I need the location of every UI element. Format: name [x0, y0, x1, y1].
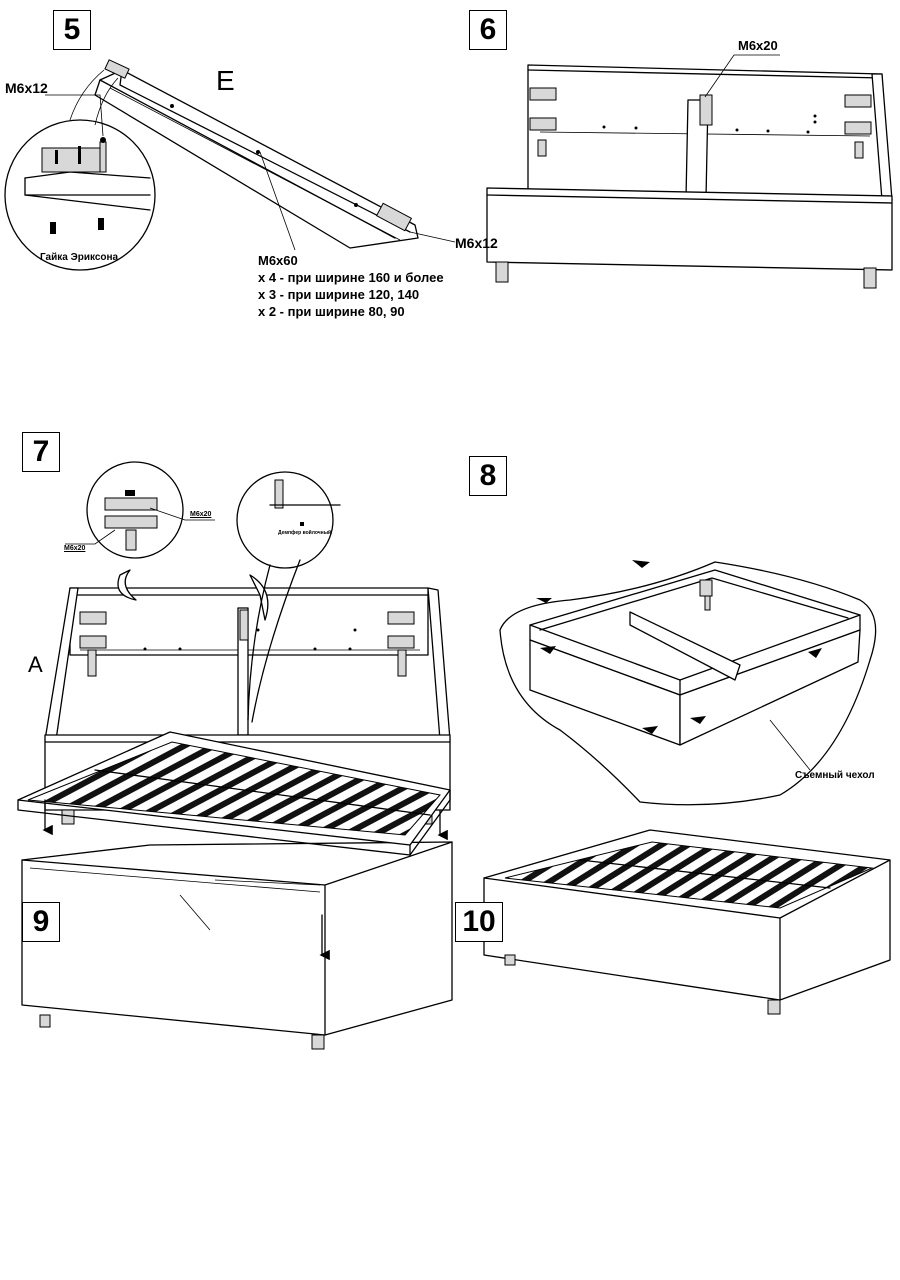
- long-bolt-label: M6x60: [258, 253, 298, 268]
- panel-label-e: E: [216, 65, 235, 96]
- step-number-10: 10: [455, 902, 503, 942]
- removable-cover-label: Съемный чехол: [795, 770, 875, 781]
- quantity-line-2: x 3 - при ширине 120, 140: [258, 287, 420, 302]
- nut-label: Гайка Эриксона: [40, 252, 119, 263]
- step-number-5: 5: [53, 10, 91, 50]
- quantity-line-1: x 4 - при ширине 160 и более: [258, 270, 444, 285]
- bolt-label-m6x12-top: M6x12: [5, 80, 48, 96]
- step5-illustration: [5, 60, 455, 270]
- bolt-label-m6x20-b: M6x20: [64, 545, 86, 552]
- damper-strip-label: Демпфер войлочный: [278, 530, 332, 536]
- step-number-6: 6: [469, 10, 507, 50]
- corner-label-a: A: [28, 652, 43, 677]
- step6-illustration: [487, 55, 892, 288]
- bolt-label-m6x20: M6x20: [738, 38, 778, 53]
- step9-illustration: [18, 732, 452, 1049]
- step-number-7: 7: [22, 432, 60, 472]
- step-number-9: 9: [22, 902, 60, 942]
- bolt-label-m6x20-a: M6x20: [190, 511, 212, 518]
- step10-illustration: [484, 830, 890, 1014]
- bolt-label-m6x12-side: M6x12: [455, 235, 498, 251]
- step8-illustration: [500, 560, 876, 805]
- step-number-8: 8: [469, 456, 507, 496]
- quantity-line-3: x 2 - при ширине 80, 90: [258, 304, 405, 319]
